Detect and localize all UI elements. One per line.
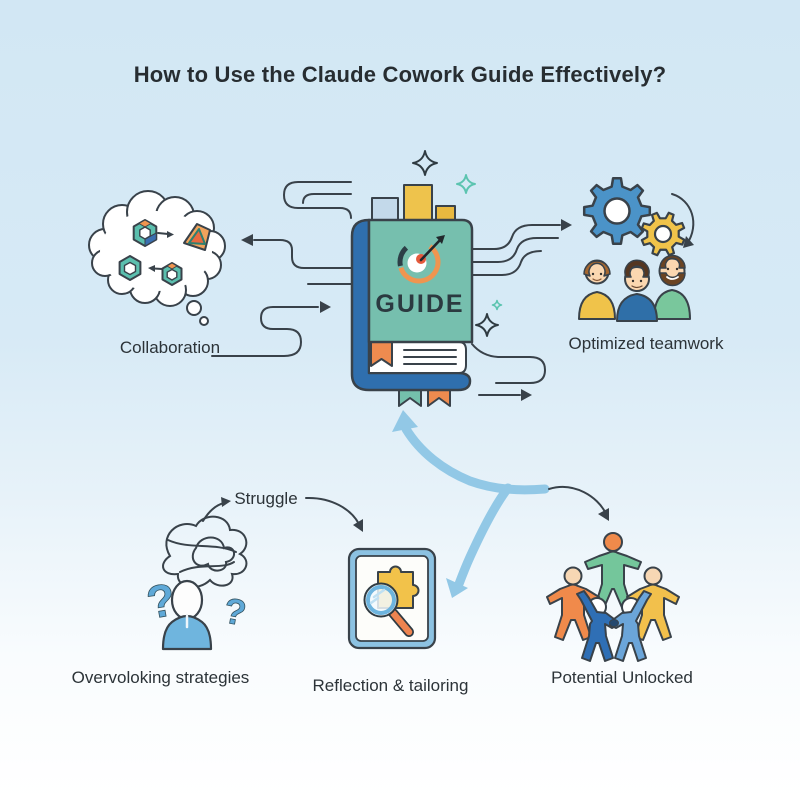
struggle-arrows (202, 496, 363, 532)
arrow-struggle-to-tablet-icon (305, 496, 360, 525)
thought-cloud-icon (88, 190, 226, 326)
teamwork-people-icon (578, 254, 691, 322)
iso-cube-icon (132, 219, 158, 247)
flow-lines-right-icon (471, 219, 572, 401)
guide-book-icon: GUIDE (350, 218, 474, 407)
question-mark-icon: ? (221, 590, 250, 634)
compass-icon (397, 235, 445, 284)
gears-arrow-icon (671, 193, 695, 245)
scribble-icon (162, 515, 248, 589)
book-cover-label: GUIDE (375, 290, 464, 318)
page-title: How to Use the Claude Cowork Guide Effec… (133, 62, 667, 87)
flow-lines-left-icon (211, 181, 352, 357)
label-struggle: Struggle (234, 489, 298, 508)
iso-cube-icon (161, 262, 183, 286)
figure-blue-light (609, 590, 652, 662)
label-optimized-teamwork: Optimized teamwork (568, 334, 724, 353)
person-bust-woman (578, 259, 616, 320)
figure-blue-dark (576, 590, 619, 662)
clasped-hands (609, 619, 619, 627)
person-bust-beard-man (653, 254, 691, 320)
feedback-arrow-icon (392, 410, 550, 598)
gears-icon (582, 176, 695, 257)
label-potential-unlocked: Potential Unlocked (551, 668, 693, 687)
figure-green (584, 532, 642, 611)
sparkle-icons (412, 150, 503, 337)
overthinking-person-icon: ? ? (142, 515, 250, 651)
person-bust-man (616, 259, 658, 322)
thought-bubble (199, 316, 209, 326)
book-spine (350, 218, 472, 392)
team-circle-icon (546, 532, 680, 662)
label-collaboration: Collaboration (119, 338, 221, 357)
label-overlooking-strategies: Overvoloking strategies (71, 668, 250, 687)
iso-cube-icon (118, 255, 142, 281)
thought-bubble (186, 300, 202, 316)
arrow-to-team-icon (548, 486, 609, 521)
magnifier-icon (363, 582, 414, 637)
bar-chart-icon (371, 184, 456, 225)
reflection-tablet-icon (347, 547, 437, 650)
prism-icon (183, 223, 211, 251)
label-reflection-tailoring: Reflection & tailoring (312, 676, 469, 695)
